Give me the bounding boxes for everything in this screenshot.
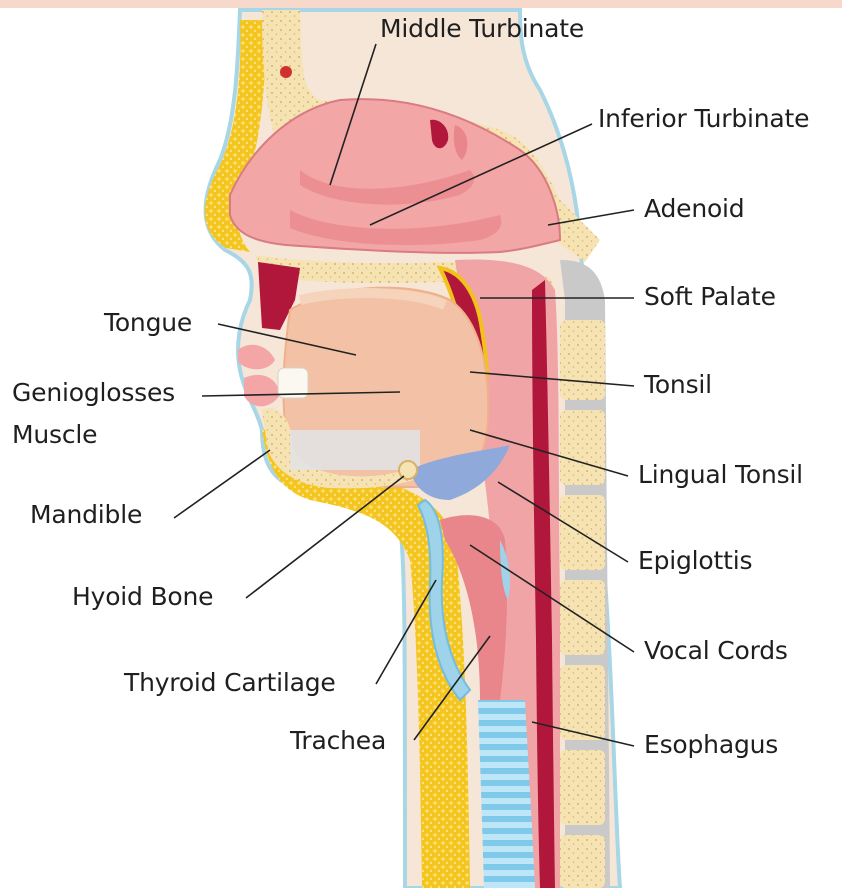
label-vocal-cords: Vocal Cords	[644, 636, 788, 666]
hyoid-bone-shape	[399, 461, 417, 479]
label-thyroid-cartilage: Thyroid Cartilage	[124, 668, 336, 698]
label-genioglosses: Genioglosses	[12, 378, 175, 408]
label-inferior-turbinate: Inferior Turbinate	[598, 104, 809, 134]
sinus-dot	[280, 66, 292, 78]
label-middle-turbinate: Middle Turbinate	[380, 14, 584, 44]
label-trachea: Trachea	[290, 726, 386, 756]
label-tongue: Tongue	[104, 308, 192, 338]
label-tonsil: Tonsil	[644, 370, 712, 400]
label-lingual-tonsil: Lingual Tonsil	[638, 460, 803, 490]
label-esophagus: Esophagus	[644, 730, 778, 760]
trachea-shape	[478, 700, 535, 888]
label-adenoid: Adenoid	[644, 194, 744, 224]
spine	[560, 260, 610, 888]
label-hyoid-bone: Hyoid Bone	[72, 582, 213, 612]
label-mandible: Mandible	[30, 500, 142, 530]
label-muscle: Muscle	[12, 420, 97, 450]
label-soft-palate: Soft Palate	[644, 282, 776, 312]
label-epiglottis: Epiglottis	[638, 546, 752, 576]
